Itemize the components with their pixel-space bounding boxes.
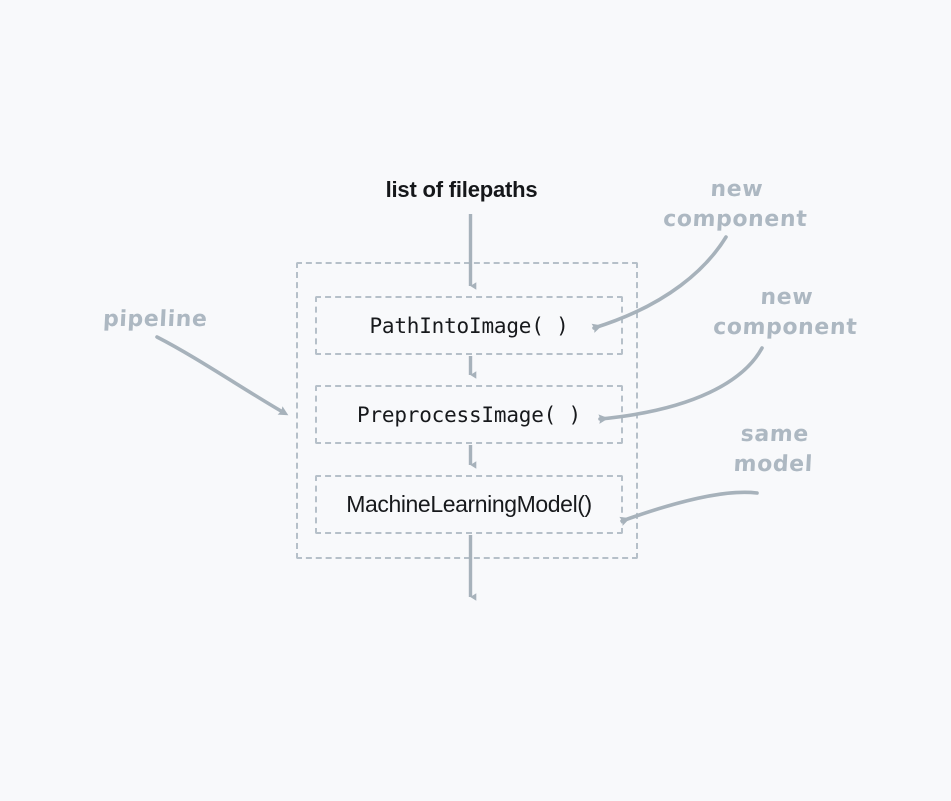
input-label: list of filepaths	[0, 177, 951, 203]
step-box-preprocess-image[interactable]: PreprocessImage( )	[315, 385, 623, 444]
annotation-new-component-2: new component	[698, 283, 873, 344]
annotation-new-component-2-line1: new	[759, 285, 814, 310]
annotation-pipeline: pipeline	[102, 305, 214, 335]
input-label-text: list of filepaths	[385, 177, 538, 202]
annotation-same-model-line2: model	[732, 452, 814, 478]
annotation-same-model-line1: same	[740, 422, 810, 447]
step-label-machine-learning-model: MachineLearningModel()	[346, 491, 592, 517]
annotation-new-component-1-line1: new	[709, 177, 764, 202]
annotation-new-component-2-line2: component	[712, 315, 858, 341]
annotation-pipeline-line1: pipeline	[102, 307, 209, 332]
step-box-machine-learning-model[interactable]: MachineLearningModel()	[315, 475, 623, 534]
step-label-path-into-image: PathIntoImage( )	[369, 313, 569, 338]
annotation-arrow-same-model	[619, 490, 759, 526]
step-box-path-into-image[interactable]: PathIntoImage( )	[315, 296, 623, 355]
annotation-new-component-1-line2: component	[662, 207, 808, 233]
step-label-preprocess-image: PreprocessImage( )	[357, 402, 581, 427]
annotation-new-component-1: new component	[646, 175, 825, 236]
annotation-same-model: same model	[710, 420, 837, 481]
annotation-arrow-pipeline	[155, 335, 289, 416]
